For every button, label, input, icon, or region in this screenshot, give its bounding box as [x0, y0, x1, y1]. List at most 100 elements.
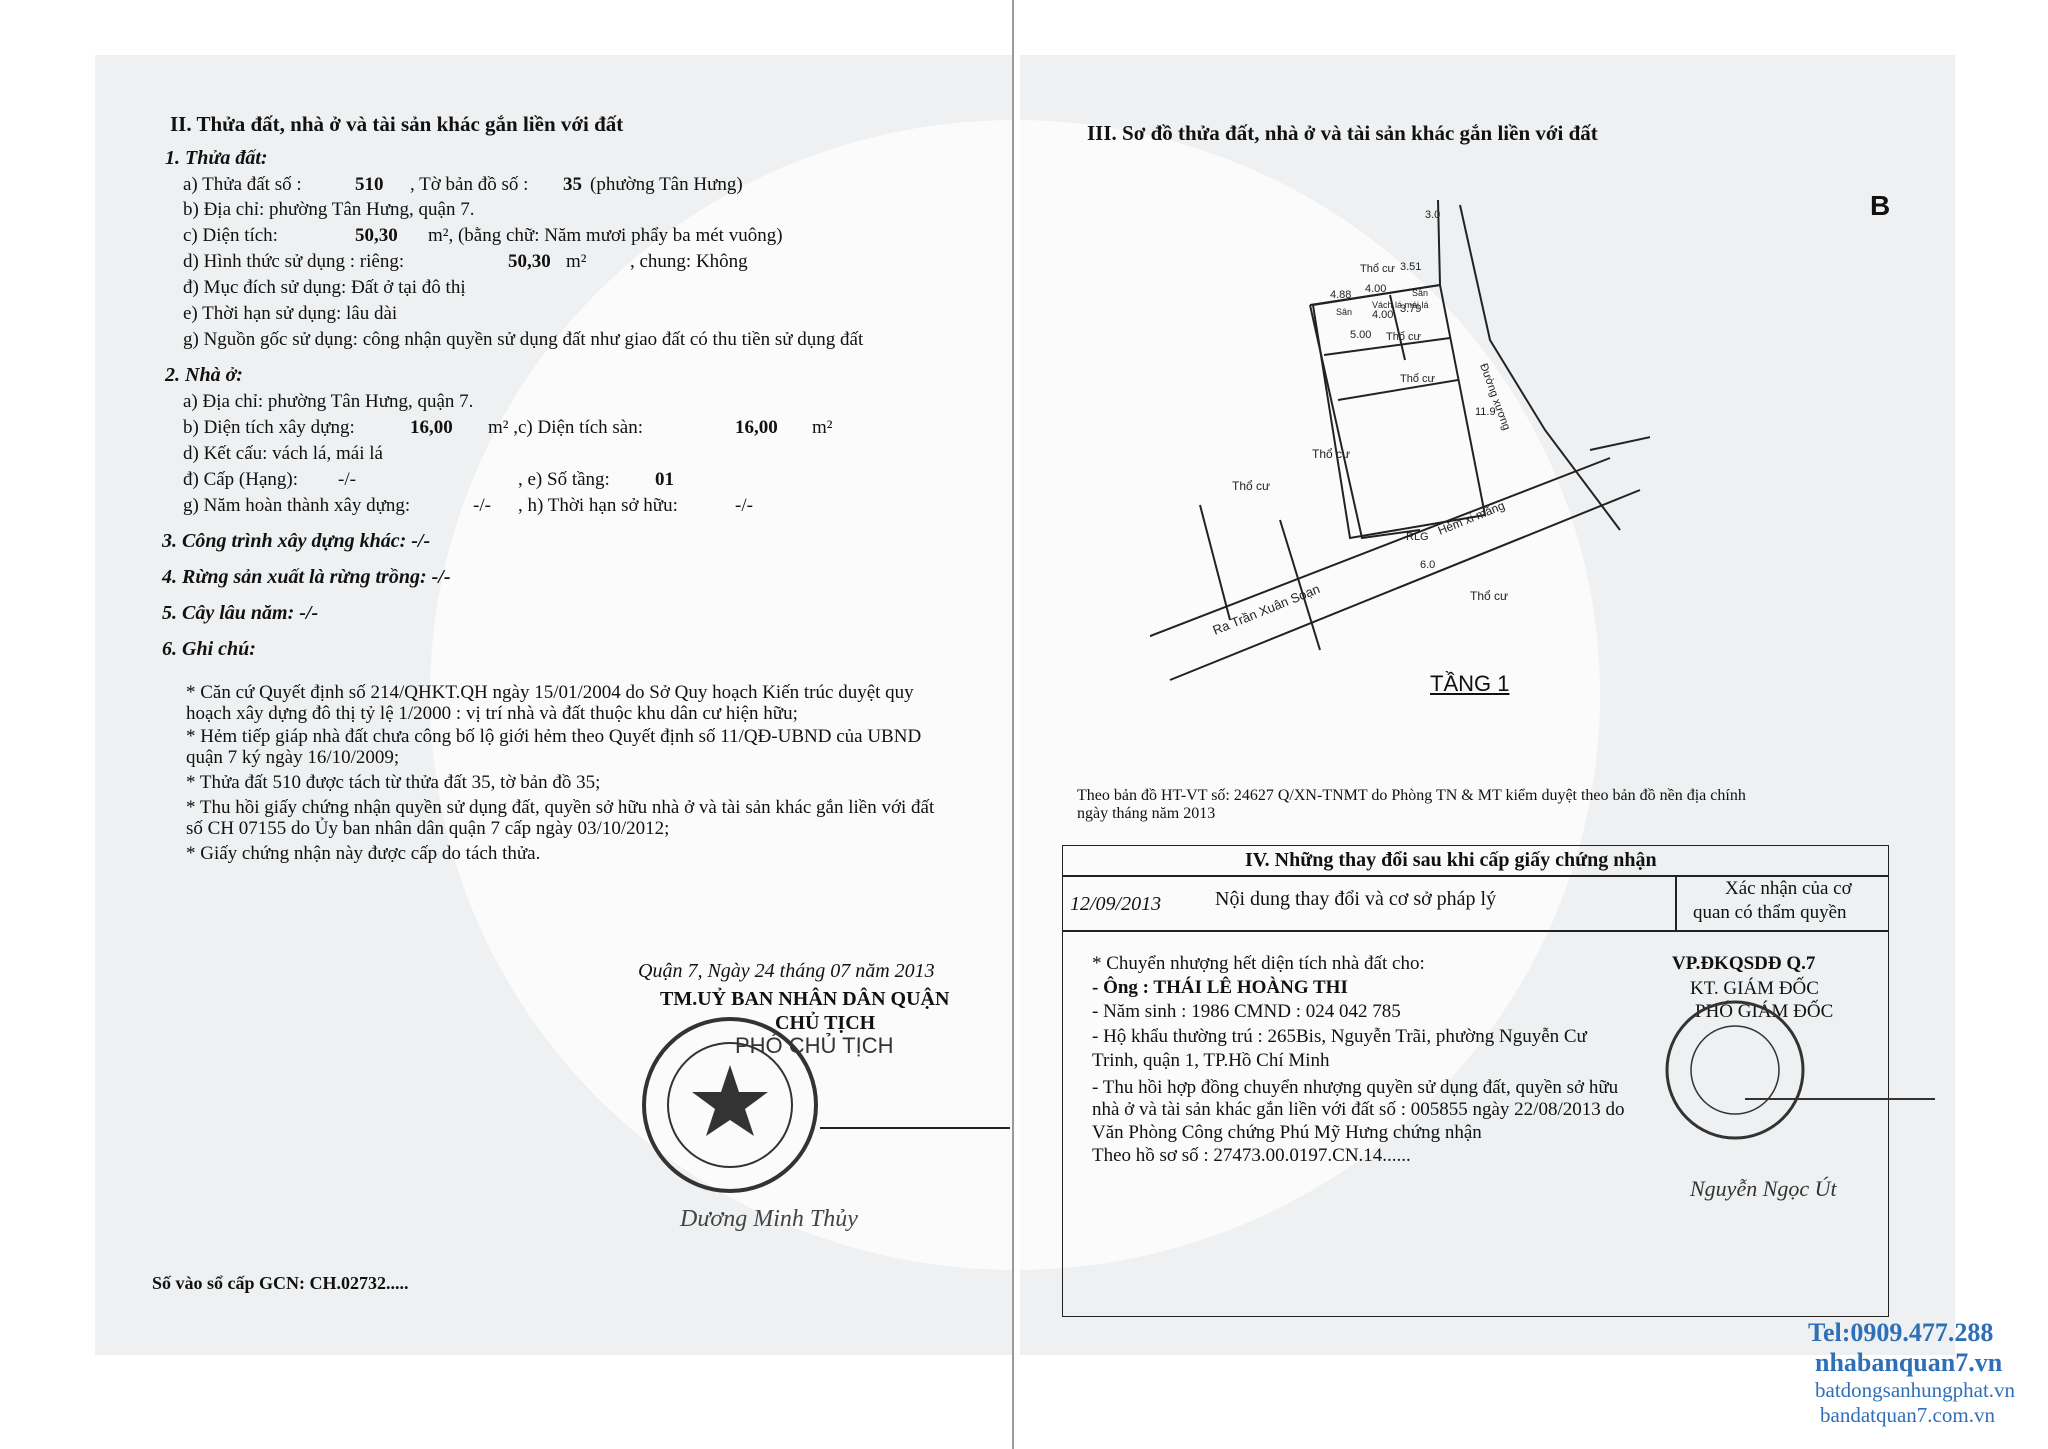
house-grade-label: đ) Cấp (Hạng): — [183, 469, 299, 490]
house-term-value: -/- — [735, 495, 753, 516]
svg-text:Sân: Sân — [1336, 307, 1352, 317]
house-floors-value: 01 — [655, 469, 674, 490]
col-content: Nội dung thay đổi và cơ sở pháp lý — [1215, 888, 1497, 910]
letter-b: B — [1870, 190, 1891, 221]
land-map-label: , Tờ bản đồ số : — [410, 174, 529, 195]
table-header-rule — [1062, 875, 1888, 877]
svg-text:Thổ cư: Thổ cư — [1386, 331, 1422, 343]
watermark-circle — [430, 120, 1600, 1270]
section-title-ii: II. Thửa đất, nhà ở và tài sản khác gắn … — [170, 112, 624, 136]
change-line-9: Theo hồ sơ số : 27473.00.0197.CN.14.....… — [1092, 1145, 1411, 1166]
svg-text:Thổ cư: Thổ cư — [1470, 589, 1508, 603]
floor-label: TẦNG 1 — [1430, 671, 1510, 696]
table-column-rule — [1062, 930, 1888, 932]
svg-text:Hẻm xi măng: Hẻm xi măng — [1436, 498, 1507, 537]
svg-text:11.9: 11.9 — [1475, 406, 1496, 418]
note-line-6: * Thu hồi giấy chứng nhận quyền sử dụng … — [186, 797, 935, 818]
right-signature: Nguyễn Ngọc Út — [1690, 1176, 1837, 1201]
changes-title: IV. Những thay đổi sau khi cấp giấy chứn… — [1245, 849, 1657, 871]
watermark-tel: Tel:0909.477.288 — [1808, 1318, 1994, 1347]
svg-text:Thổ cư: Thổ cư — [1232, 479, 1270, 493]
confirm-director: KT. GIÁM ĐỐC — [1690, 978, 1819, 999]
svg-text:4.00: 4.00 — [1365, 283, 1386, 295]
forest: 4. Rừng sản xuất là rừng trồng: -/- — [162, 566, 451, 588]
note-line-1: * Căn cứ Quyết định số 214/QHKT.QH ngày … — [186, 682, 914, 703]
office-seal — [1665, 1000, 1805, 1140]
svg-text:4.88: 4.88 — [1330, 289, 1351, 301]
official-seal — [642, 1017, 818, 1193]
perennial-trees: 5. Cây lâu năm: -/- — [162, 602, 319, 624]
svg-text:6.0: 6.0 — [1420, 559, 1435, 571]
change-line-7: nhà ở và tài sản khác gắn liền với đất s… — [1092, 1099, 1625, 1120]
table-col-divider — [1675, 875, 1677, 931]
land-area-label: c) Diện tích: — [183, 225, 278, 246]
land-parcel-label: a) Thửa đất số : — [183, 174, 302, 195]
house-year-label: g) Năm hoàn thành xây dựng: — [183, 495, 411, 516]
land-use-form-label: d) Hình thức sử dụng : riêng: — [183, 251, 405, 272]
house-build-area-label: b) Diện tích xây dựng: — [183, 417, 355, 438]
change-line-4: - Hộ khẩu thường trú : 265Bis, Nguyễn Tr… — [1092, 1026, 1587, 1047]
sign-date: Quận 7, Ngày 24 tháng 07 năm 2013 — [638, 960, 935, 982]
land-heading: 1. Thửa đất: — [165, 147, 268, 169]
land-use-form-shared: , chung: Không — [630, 251, 748, 272]
house-floor-area-value: 16,00 — [735, 417, 778, 438]
svg-text:4.00: 4.00 — [1372, 309, 1393, 321]
svg-text:3.0: 3.0 — [1425, 209, 1440, 221]
note-line-2: hoạch xây dựng đô thị tỷ lệ 1/2000 : vị … — [186, 703, 798, 724]
svg-text:RLG: RLG — [1406, 531, 1429, 543]
note-line-4: quận 7 ký ngày 16/10/2009; — [186, 747, 400, 768]
land-map-value: 35 — [563, 174, 582, 195]
map-note-2: ngày tháng năm 2013 — [1077, 805, 1216, 822]
land-ward: (phường Tân Hưng) — [590, 174, 743, 195]
note-line-7: số CH 07155 do Ủy ban nhân dân quận 7 cấ… — [186, 818, 670, 839]
map-note-1: Theo bản đồ HT-VT số: 24627 Q/XN-TNMT do… — [1077, 787, 1746, 804]
page-fold-line — [1012, 0, 1014, 1449]
col-confirm-2: quan có thẩm quyền — [1693, 902, 1847, 923]
change-line-6: - Thu hồi hợp đồng chuyển nhượng quyền s… — [1092, 1077, 1619, 1098]
house-year-value: -/- — [473, 495, 491, 516]
house-build-area-value: 16,00 — [410, 417, 453, 438]
svg-text:Sân: Sân — [1412, 288, 1428, 298]
land-use-form-unit: m² — [566, 251, 587, 272]
confirm-office: VP.ĐKQSDĐ Q.7 — [1672, 953, 1816, 974]
svg-text:Thổ cư: Thổ cư — [1400, 373, 1436, 385]
svg-text:Đường xương: Đường xương — [1477, 362, 1512, 432]
sign-org: TM.UỶ BAN NHÂN DÂN QUẬN — [660, 988, 950, 1010]
house-floor-area-unit: m² — [812, 417, 833, 438]
cert-number: Số vào sổ cấp GCN: CH.02732..... — [152, 1273, 409, 1293]
change-line-1: * Chuyển nhượng hết diện tích nhà đất ch… — [1092, 953, 1425, 974]
change-line-3: - Năm sinh : 1986 CMND : 024 042 785 — [1092, 1001, 1401, 1022]
svg-text:Thổ cư: Thổ cư — [1360, 263, 1396, 275]
land-address: b) Địa chỉ: phường Tân Hưng, quận 7. — [183, 199, 475, 220]
svg-text:Thổ cư: Thổ cư — [1312, 447, 1350, 461]
note-line-5: * Thửa đất 510 được tách từ thửa đất 35,… — [186, 772, 601, 793]
house-address: a) Địa chỉ: phường Tân Hưng, quận 7. — [183, 391, 474, 412]
notes-heading: 6. Ghi chú: — [162, 638, 256, 660]
right-signature-line — [1745, 1098, 1935, 1100]
watermark-site-3: bandatquan7.com.vn — [1820, 1403, 1995, 1427]
seal-title: PHÓ CHỦ TỊCH — [735, 1033, 894, 1058]
land-purpose: đ) Mục đích sử dụng: Đất ở tại đô thị — [183, 277, 466, 298]
note-line-3: * Hẻm tiếp giáp nhà đất chưa công bố lộ … — [186, 726, 922, 747]
other-construction: 3. Công trình xây dựng khác: -/- — [162, 530, 431, 552]
house-grade-value: -/- — [338, 469, 356, 490]
note-line-8: * Giấy chứng nhận này được cấp do tách t… — [186, 843, 541, 864]
house-term-label: , h) Thời hạn sở hữu: — [518, 495, 678, 516]
left-signature: Dương Minh Thủy — [680, 1206, 858, 1232]
land-parcel-value: 510 — [355, 174, 384, 195]
land-use-form-value: 50,30 — [508, 251, 551, 272]
house-structure: d) Kết cấu: vách lá, mái lá — [183, 443, 383, 464]
land-term: e) Thời hạn sử dụng: lâu dài — [183, 303, 398, 324]
parcel-diagram: 3.0 Thổ cư 3.51 4.00 4.88 Vách lá mái lá… — [1150, 199, 1650, 681]
sign-chair: CHỦ TỊCH — [775, 1012, 876, 1034]
confirm-deputy: PHÓ GIÁM ĐỐC — [1695, 1001, 1834, 1022]
parcel-outline-left — [1309, 304, 1421, 540]
house-heading: 2. Nhà ở: — [165, 364, 243, 386]
svg-text:3.79: 3.79 — [1400, 303, 1421, 315]
svg-text:5.00: 5.00 — [1350, 329, 1371, 341]
changes-table — [1062, 845, 1889, 1317]
svg-text:3.51: 3.51 — [1400, 261, 1421, 273]
change-date: 12/09/2013 — [1070, 893, 1162, 915]
watermark-site-2: batdongsanhungphat.vn — [1815, 1378, 2016, 1402]
